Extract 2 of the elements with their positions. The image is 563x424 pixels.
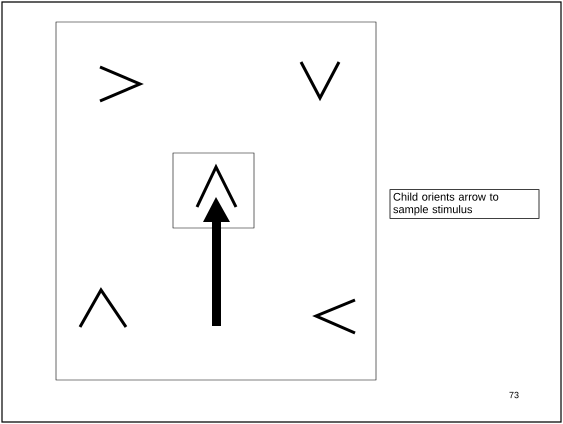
page-number: 73 <box>509 392 519 398</box>
text-box: Child orients arrow to sample stimulus <box>390 189 540 219</box>
